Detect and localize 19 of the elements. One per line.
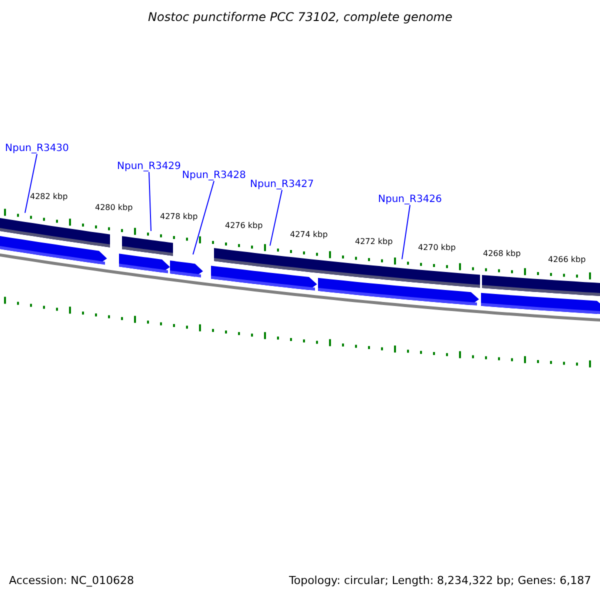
gene-feature — [122, 236, 173, 256]
gene-label: Npun_R3427 — [250, 179, 314, 190]
leader-line — [402, 204, 410, 260]
scale-label: 4268 kbp — [483, 249, 521, 258]
scale-label: 4280 kbp — [95, 203, 133, 212]
gene-label: Npun_R3429 — [117, 161, 181, 172]
scale-label: 4278 kbp — [160, 212, 198, 221]
genome-info-text: Topology: circular; Length: 8,234,322 bp; Genes: 6,187 — [289, 574, 592, 587]
coding-feature — [170, 260, 203, 278]
gene-label: Npun_R3430 — [5, 143, 69, 154]
scale-label: 4270 kbp — [418, 243, 456, 252]
gene-label: Npun_R3426 — [378, 194, 442, 205]
scale-label: 4274 kbp — [290, 230, 328, 239]
gene-label: Npun_R3428 — [182, 170, 246, 181]
leader-line — [148, 172, 152, 232]
scale-label: 4266 kbp — [548, 255, 586, 264]
accession-text: Accession: NC_010628 — [9, 574, 134, 587]
leader-line — [192, 180, 214, 255]
map-title: Nostoc punctiforme PCC 73102, complete genome — [148, 10, 452, 24]
